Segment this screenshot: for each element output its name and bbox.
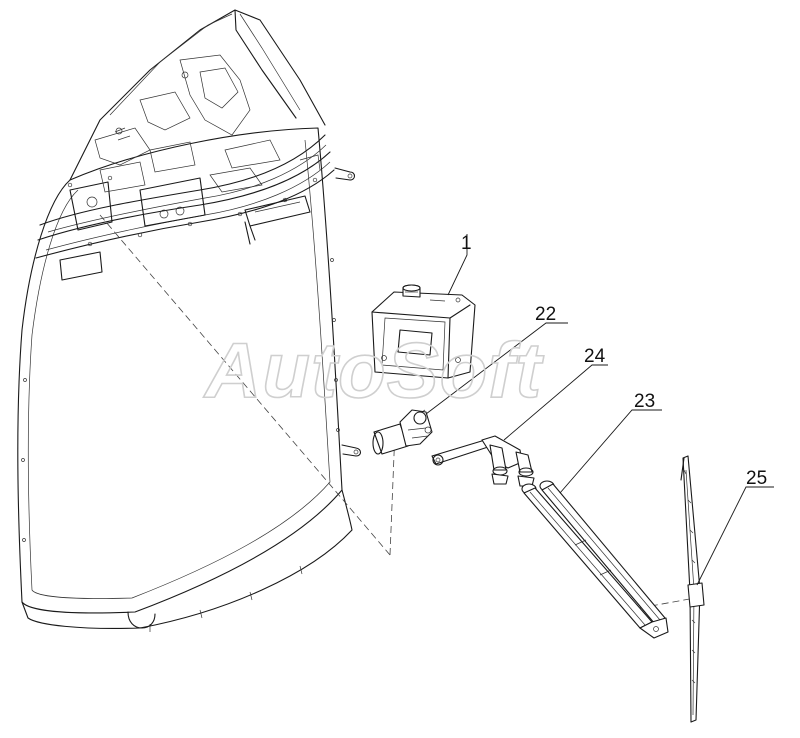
wiper-motor — [372, 409, 433, 455]
leader-25 — [696, 486, 774, 586]
callout-leaders — [425, 234, 774, 586]
callout-25: 25 — [746, 468, 767, 489]
cab-windshield-assembly — [17, 9, 362, 632]
dash-rivets — [67, 175, 318, 247]
edge-rivets — [21, 258, 340, 542]
leader-1 — [447, 234, 468, 296]
leader-22 — [425, 322, 568, 415]
leader-23 — [559, 409, 662, 494]
callout-1: 1 — [461, 233, 472, 254]
watermark-text: AutoSoft — [203, 326, 544, 414]
callout-23: 23 — [634, 391, 655, 412]
callout-24: 24 — [584, 346, 606, 367]
wiper-blade — [680, 455, 705, 723]
wiper-arm — [521, 480, 669, 639]
leader-24 — [503, 364, 608, 441]
callout-22: 22 — [535, 304, 556, 325]
callout-labels: 1 22 24 23 25 — [461, 233, 767, 489]
wiper-linkage — [431, 435, 535, 487]
washer-reservoir — [371, 284, 476, 379]
